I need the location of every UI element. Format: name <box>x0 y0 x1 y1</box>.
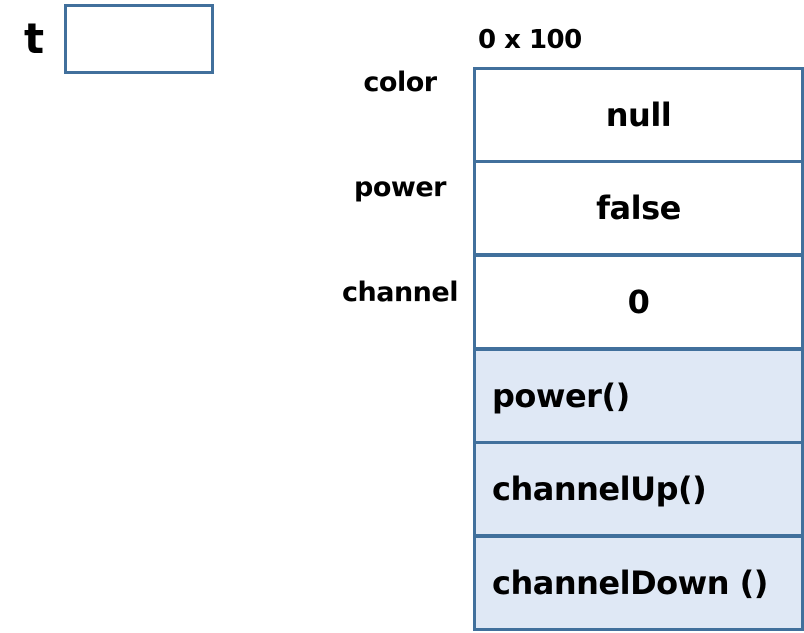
variable-name: t <box>24 14 45 63</box>
reference-box <box>64 4 214 74</box>
field-label-color: color <box>363 67 437 98</box>
method-channel-up: channelUp() <box>473 441 804 537</box>
object-address: 0 x 100 <box>478 25 582 55</box>
field-value-color: null <box>473 67 804 163</box>
field-label-channel: channel <box>342 277 458 308</box>
method-channel-down: channelDown () <box>473 535 804 631</box>
field-label-power: power <box>354 172 446 203</box>
field-value-power: false <box>473 160 804 256</box>
method-power: power() <box>473 348 804 444</box>
field-value-channel: 0 <box>473 254 804 350</box>
